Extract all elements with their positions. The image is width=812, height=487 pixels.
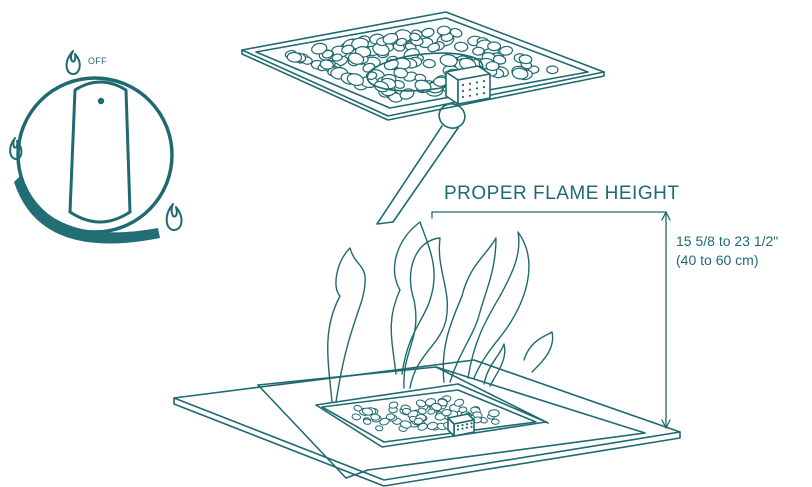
knob-off-label: OFF [88,56,107,66]
pilot-vent-dot [461,95,465,99]
pebble [488,409,500,418]
callout-bulb [438,103,466,129]
pilot-vent-dot [470,425,473,428]
pilot-vent-dot [470,422,473,425]
pebble [491,418,500,425]
pebble [437,398,448,407]
pilot-vent-dot [468,82,472,85]
pebble [351,413,362,421]
pebble [454,41,469,52]
fire-table [173,359,681,487]
height-range-inches: 15 5/8 to 23 1/2" [676,233,779,249]
pebble [453,398,465,407]
pebble [499,45,514,56]
knob-handle[interactable] [68,80,132,224]
pebble [436,25,451,36]
pilot-vent-dot [456,424,460,428]
pebble [427,408,436,415]
pebble [395,37,407,47]
pilot-vent-dot [461,83,465,87]
pebble [388,401,399,409]
pilot-vent-dot [461,427,464,430]
pebble [546,65,559,75]
flame-high-icon [165,203,183,231]
pebble [379,417,390,426]
well-pebbles [351,395,500,432]
pebble [422,58,436,69]
pebble [413,417,424,425]
pebble [400,420,412,429]
pebble [441,408,452,417]
pebble [311,42,328,55]
pebble [472,46,485,56]
pilot-vent-dot [475,93,479,96]
pebble [409,32,421,42]
pilot-vent-dot [461,89,465,93]
pilot-vent-dot [482,92,486,95]
pilot-assembly [445,65,491,105]
pebble [415,399,427,408]
pilot-vent-dot [468,94,472,97]
pebble [487,41,502,52]
burner-ring [366,52,484,92]
pilot-vent-dot [465,426,469,429]
proper-flame-height-title: PROPER FLAME HEIGHT [444,183,680,204]
height-dimension [431,211,671,429]
pebble [286,51,303,63]
pebble [353,404,363,412]
pebble [321,49,334,59]
pebble [511,67,529,80]
pebble [417,407,427,415]
flame-low-icon [9,137,23,160]
dimension-arrow-top [661,211,671,221]
pilot-vent-dot [475,87,479,90]
pebble [370,413,381,421]
tray-inner [255,17,589,109]
pebble [385,413,396,421]
pilot-vent-dot [456,428,460,431]
pebble [518,54,533,65]
heat-range-arc [14,176,160,244]
pebble [341,44,355,55]
pebble [414,79,432,93]
dimension-arrow-bottom [661,419,671,429]
pebble [375,425,384,432]
pebble [458,406,468,413]
control-knob[interactable] [9,50,183,244]
pilot-vent-dot [465,423,469,426]
pilot-vent-dot [482,86,486,89]
pebble [485,61,500,72]
pilot-vent-dot [468,88,472,91]
pebble [382,32,399,45]
pebble [431,402,442,412]
pilot-vent-dot [461,424,464,427]
height-range-cm: (40 to 60 cm) [676,252,759,268]
flames [327,221,554,403]
well-pilot-assembly [447,413,475,437]
flame-off-icon [65,50,81,75]
media-tray [241,11,605,225]
pilot-vent-dot [482,80,486,83]
pebble [421,27,435,38]
pebble [361,407,374,416]
pebble [427,42,441,53]
knob-indicator-dot [97,97,105,105]
pilot-vent-dot [475,81,479,84]
pebble [347,52,365,65]
pebble [346,73,365,87]
pebble [362,418,372,425]
pebble [393,67,409,79]
pebble [439,54,458,67]
table-well [315,383,547,448]
callout-pointer [376,125,459,225]
